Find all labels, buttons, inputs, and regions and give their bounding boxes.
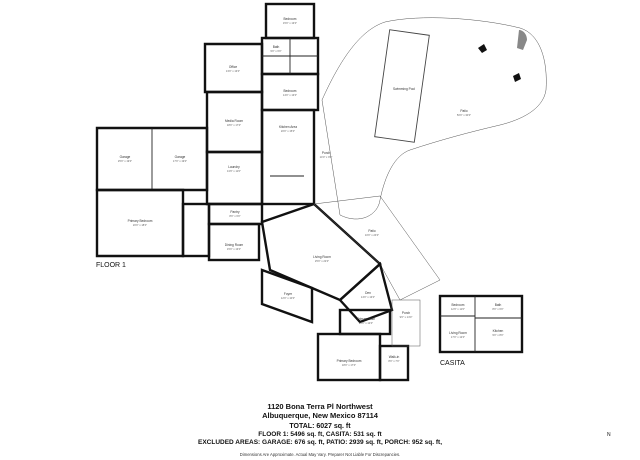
room-name: Porch [402, 311, 411, 315]
room-dims: 8'0" x 6'0" [229, 214, 240, 218]
room-dims: 20'0" x 15'0" [281, 129, 295, 133]
floor-areas: FLOOR 1: 5496 sq. ft, CASITA: 531 sq. ft [258, 431, 382, 438]
room-dims: 14'0" x 9'0" [320, 155, 333, 159]
room-dims: 15'0" x 12'0" [359, 321, 373, 325]
room-name: Primary Bedroom [337, 359, 362, 363]
room-dims: 13'0" x 11'0" [227, 169, 241, 173]
room-name: Walk-in [389, 355, 400, 359]
room-labels: Bedroom 15'0" x 13'0" Bath 9'0" x 6'0" O… [118, 17, 504, 367]
room-dims: 18'0" x 17'0" [227, 123, 241, 127]
room-name: Living Room [313, 255, 331, 259]
casita-outline [438, 294, 524, 354]
foyer-wall [260, 268, 314, 324]
room-dims: 10'0" x 24'0" [365, 233, 379, 237]
room-name: Swimming Pool [393, 87, 415, 91]
closet-wall [181, 202, 211, 258]
room-name: Kitchen Area [279, 125, 297, 129]
room-name: Primary Bath [357, 317, 376, 321]
room-dims: 12'0" x 11'0" [451, 307, 465, 311]
porch-front-outline [391, 299, 421, 347]
patio-outline [321, 17, 547, 220]
room-name: Den [365, 291, 371, 295]
pantry-wall [207, 202, 264, 226]
room-name: Laundry [228, 165, 240, 169]
room-dims: 25'0" x 19'0" [118, 159, 132, 163]
room-dims: 20'0" x 18'0" [133, 223, 147, 227]
room-name: Bedroom [452, 303, 465, 307]
planter-shape [513, 73, 521, 82]
room-dims: 13'0" x 13'0" [226, 69, 240, 73]
room-dims: 14'0" x 13'0" [361, 295, 375, 299]
room-name: Primary Bedroom [128, 219, 153, 223]
room-name: Bedroom [284, 17, 297, 21]
patio-right-wall [313, 195, 441, 301]
floor-plan-drawing: Bedroom 15'0" x 13'0" Bath 9'0" x 6'0" O… [95, 2, 547, 382]
room-dims: 25'0" x 22'0" [315, 259, 329, 263]
room-name: Dining Room [225, 243, 244, 247]
room-name: Garage [120, 155, 131, 159]
room-dims: 17'0" x 12'0" [451, 335, 465, 339]
disclaimer: Dimensions Are Approximate. Actual May V… [239, 452, 401, 457]
north-label: N [607, 432, 611, 438]
room-name: Patio [460, 109, 467, 113]
room-name: Garage [175, 155, 186, 159]
room-name: Porch [322, 151, 331, 155]
room-name: Bath [273, 45, 280, 49]
room-name: Pantry [230, 210, 240, 214]
room-name: Bath [495, 303, 502, 307]
room-dims: 8'0" x 6'0" [492, 307, 503, 311]
room-name: Foyer [284, 292, 293, 296]
casita-label: CASITA [440, 360, 465, 367]
room-name: Media Room [225, 119, 243, 123]
dining-room-wall [207, 222, 261, 262]
room-dims: 8'0" x 7'0" [388, 359, 399, 363]
primary-bedroom-wall [95, 188, 185, 258]
room-name: Office [229, 65, 237, 69]
planter-shape [478, 44, 487, 53]
walk-in-wall [378, 344, 410, 382]
excluded-areas: EXCLUDED AREAS: GARAGE: 676 sq. ft, PATI… [197, 439, 443, 446]
room-dims: 15'0" x 13'0" [227, 247, 241, 251]
room-name: Patio [368, 229, 375, 233]
room-dims: 17'0" x 19'0" [173, 159, 187, 163]
room-dims: 9'0" x 8'0" [492, 333, 503, 337]
room-dims: 9'0" x 14'0" [400, 315, 413, 319]
room-name: Kitchen [493, 329, 504, 333]
address-line-2: Albuquerque, New Mexico 87114 [262, 411, 378, 420]
floor-1-label: FLOOR 1 [96, 262, 126, 269]
bedroom-top-wall [264, 2, 316, 40]
room-dims: 50'0" x 30'0" [457, 113, 471, 117]
room-name: Bedroom [284, 89, 297, 93]
room-dims: 9'0" x 6'0" [270, 49, 281, 53]
room-dims: 15'0" x 13'0" [283, 21, 297, 25]
room-dims: 12'0" x 10'0" [281, 296, 295, 300]
swimming-pool [374, 29, 430, 143]
primary-bedroom-2-wall [316, 332, 382, 382]
room-dims: 14'0" x 13'0" [283, 93, 297, 97]
room-dims: 18'0" x 17'0" [342, 363, 356, 367]
address-line-1: 1120 Bona Terra Pl Northwest [267, 402, 373, 411]
total-area: TOTAL: 6027 sq. ft [289, 423, 351, 430]
laundry-wall [205, 150, 264, 206]
room-name: Living Room [449, 331, 467, 335]
planter-shape [517, 30, 527, 50]
